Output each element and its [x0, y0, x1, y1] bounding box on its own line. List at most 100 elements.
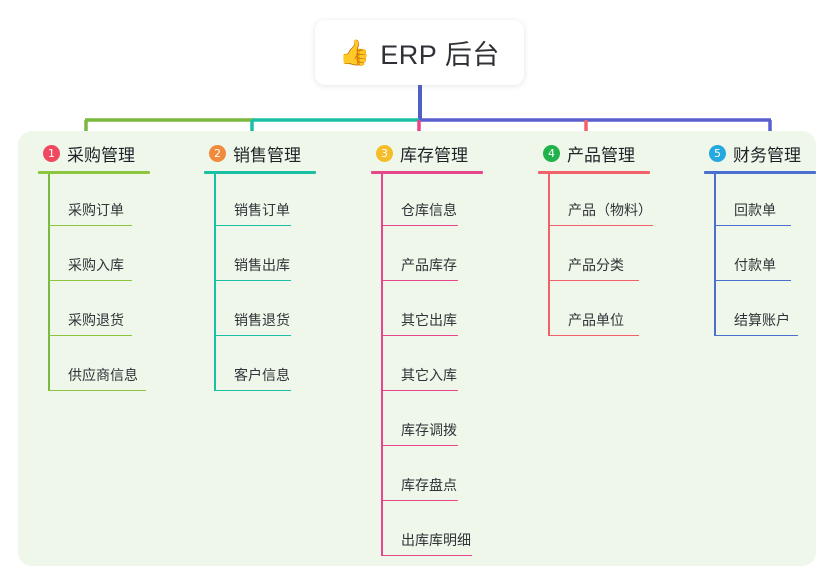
- leaf-item[interactable]: 其它出库: [371, 284, 521, 339]
- leaf-item[interactable]: 采购订单: [38, 174, 188, 229]
- root-title: ERP 后台: [380, 40, 500, 70]
- leaf-item-label: 库存盘点: [401, 477, 457, 493]
- column-2: 2 销售管理销售订单销售出库销售退货客户信息: [204, 140, 354, 394]
- column-title-2: 销售管理: [233, 145, 301, 165]
- leaf-item-rule: [381, 279, 458, 281]
- leaf-item-label: 其它出库: [401, 312, 457, 328]
- leaf-item[interactable]: 仓库信息: [371, 174, 521, 229]
- leaf-item-label: 产品库存: [401, 257, 457, 273]
- leaf-item[interactable]: 客户信息: [204, 339, 354, 394]
- leaf-item-label: 采购入库: [68, 257, 124, 273]
- leaf-item-rule: [381, 389, 458, 391]
- column-4: 4 产品管理产品（物料） 产品分类产品单位: [538, 140, 688, 339]
- leaf-item-label: 出库库明细: [401, 532, 471, 548]
- leaf-item[interactable]: 出库库明细: [371, 504, 521, 559]
- column-header-rule-4: [538, 171, 650, 174]
- column-badge-3: 3: [376, 144, 393, 162]
- leaf-item-label: 仓库信息: [401, 202, 457, 218]
- leaf-item[interactable]: 采购退货: [38, 284, 188, 339]
- column-header-1[interactable]: 1 采购管理: [38, 140, 188, 166]
- leaf-item[interactable]: 销售出库: [204, 229, 354, 284]
- leaf-item-rule: [48, 279, 132, 281]
- column-header-rule-3: [371, 171, 483, 174]
- column-header-rule-2: [204, 171, 316, 174]
- column-items-1: 采购订单采购入库采购退货供应商信息: [38, 174, 188, 394]
- column-badge-4: 4: [543, 144, 560, 162]
- leaf-item[interactable]: 供应商信息: [38, 339, 188, 394]
- column-1: 1 采购管理采购订单采购入库采购退货供应商信息: [38, 140, 188, 394]
- leaf-item-label: 结算账户: [734, 312, 790, 328]
- leaf-item-label: 销售出库: [234, 257, 290, 273]
- leaf-item-rule: [548, 334, 639, 336]
- root-node[interactable]: 👍 ERP 后台: [315, 20, 524, 85]
- leaf-item-label: 销售订单: [234, 202, 290, 218]
- column-title-1: 采购管理: [67, 145, 135, 165]
- leaf-item-rule: [548, 224, 653, 226]
- leaf-item-label: 供应商信息: [68, 367, 138, 383]
- column-badge-1: 1: [43, 144, 60, 162]
- leaf-item[interactable]: 其它入库: [371, 339, 521, 394]
- column-spine-1: [48, 174, 50, 391]
- leaf-item-rule: [714, 334, 798, 336]
- column-header-2[interactable]: 2 销售管理: [204, 140, 354, 166]
- column-spine-4: [548, 174, 550, 336]
- column-header-rule-5: [704, 171, 816, 174]
- column-3: 3 库存管理仓库信息产品库存其它出库其它入库库存调拨库存盘点出库库明细: [371, 140, 521, 559]
- thumbs-up-icon: 👍: [339, 39, 371, 67]
- leaf-item-rule: [381, 224, 458, 226]
- leaf-item-label: 付款单: [734, 257, 776, 273]
- column-header-4[interactable]: 4 产品管理: [538, 140, 688, 166]
- leaf-item[interactable]: 回款单: [704, 174, 839, 229]
- leaf-item[interactable]: 产品库存: [371, 229, 521, 284]
- leaf-item-rule: [214, 334, 291, 336]
- leaf-item[interactable]: 库存调拨: [371, 394, 521, 449]
- leaf-item-rule: [48, 389, 146, 391]
- leaf-item[interactable]: 付款单: [704, 229, 839, 284]
- column-badge-5: 5: [709, 144, 726, 162]
- leaf-item[interactable]: 产品（物料）: [538, 174, 688, 229]
- leaf-item-rule: [381, 334, 458, 336]
- leaf-item[interactable]: 产品单位: [538, 284, 688, 339]
- column-title-5: 财务管理: [733, 145, 801, 165]
- leaf-item[interactable]: 销售退货: [204, 284, 354, 339]
- leaf-item-rule: [214, 224, 291, 226]
- column-header-rule-1: [38, 171, 150, 174]
- column-header-3[interactable]: 3 库存管理: [371, 140, 521, 166]
- leaf-item[interactable]: 销售订单: [204, 174, 354, 229]
- leaf-item-rule: [48, 334, 132, 336]
- leaf-item-label: 客户信息: [234, 367, 290, 383]
- leaf-item-label: 其它入库: [401, 367, 457, 383]
- leaf-item-label: 采购订单: [68, 202, 124, 218]
- leaf-item-rule: [381, 444, 458, 446]
- leaf-item-rule: [381, 554, 472, 556]
- column-spine-2: [214, 174, 216, 391]
- column-header-5[interactable]: 5 财务管理: [704, 140, 839, 166]
- leaf-item-rule: [214, 389, 291, 391]
- leaf-item-label: 产品（物料）: [568, 202, 652, 218]
- leaf-item-rule: [714, 224, 791, 226]
- column-title-4: 产品管理: [567, 145, 635, 165]
- column-spine-3: [381, 174, 383, 556]
- leaf-item-rule: [714, 279, 791, 281]
- leaf-item-label: 销售退货: [234, 312, 290, 328]
- column-items-5: 回款单付款单结算账户: [704, 174, 839, 339]
- leaf-item-rule: [548, 279, 639, 281]
- leaf-item-label: 回款单: [734, 202, 776, 218]
- diagram-board: [18, 131, 816, 566]
- leaf-item-rule: [214, 279, 291, 281]
- leaf-item-label: 产品分类: [568, 257, 624, 273]
- leaf-item[interactable]: 结算账户: [704, 284, 839, 339]
- leaf-item[interactable]: 库存盘点: [371, 449, 521, 504]
- leaf-item[interactable]: 采购入库: [38, 229, 188, 284]
- leaf-item-label: 采购退货: [68, 312, 124, 328]
- leaf-item-rule: [381, 499, 458, 501]
- column-spine-5: [714, 174, 716, 336]
- leaf-item-label: 产品单位: [568, 312, 624, 328]
- column-badge-2: 2: [209, 144, 226, 162]
- column-items-4: 产品（物料） 产品分类产品单位: [538, 174, 688, 339]
- leaf-item[interactable]: 产品分类: [538, 229, 688, 284]
- column-items-2: 销售订单销售出库销售退货客户信息: [204, 174, 354, 394]
- column-items-3: 仓库信息产品库存其它出库其它入库库存调拨库存盘点出库库明细: [371, 174, 521, 559]
- leaf-item-rule: [48, 224, 132, 226]
- column-title-3: 库存管理: [400, 145, 468, 165]
